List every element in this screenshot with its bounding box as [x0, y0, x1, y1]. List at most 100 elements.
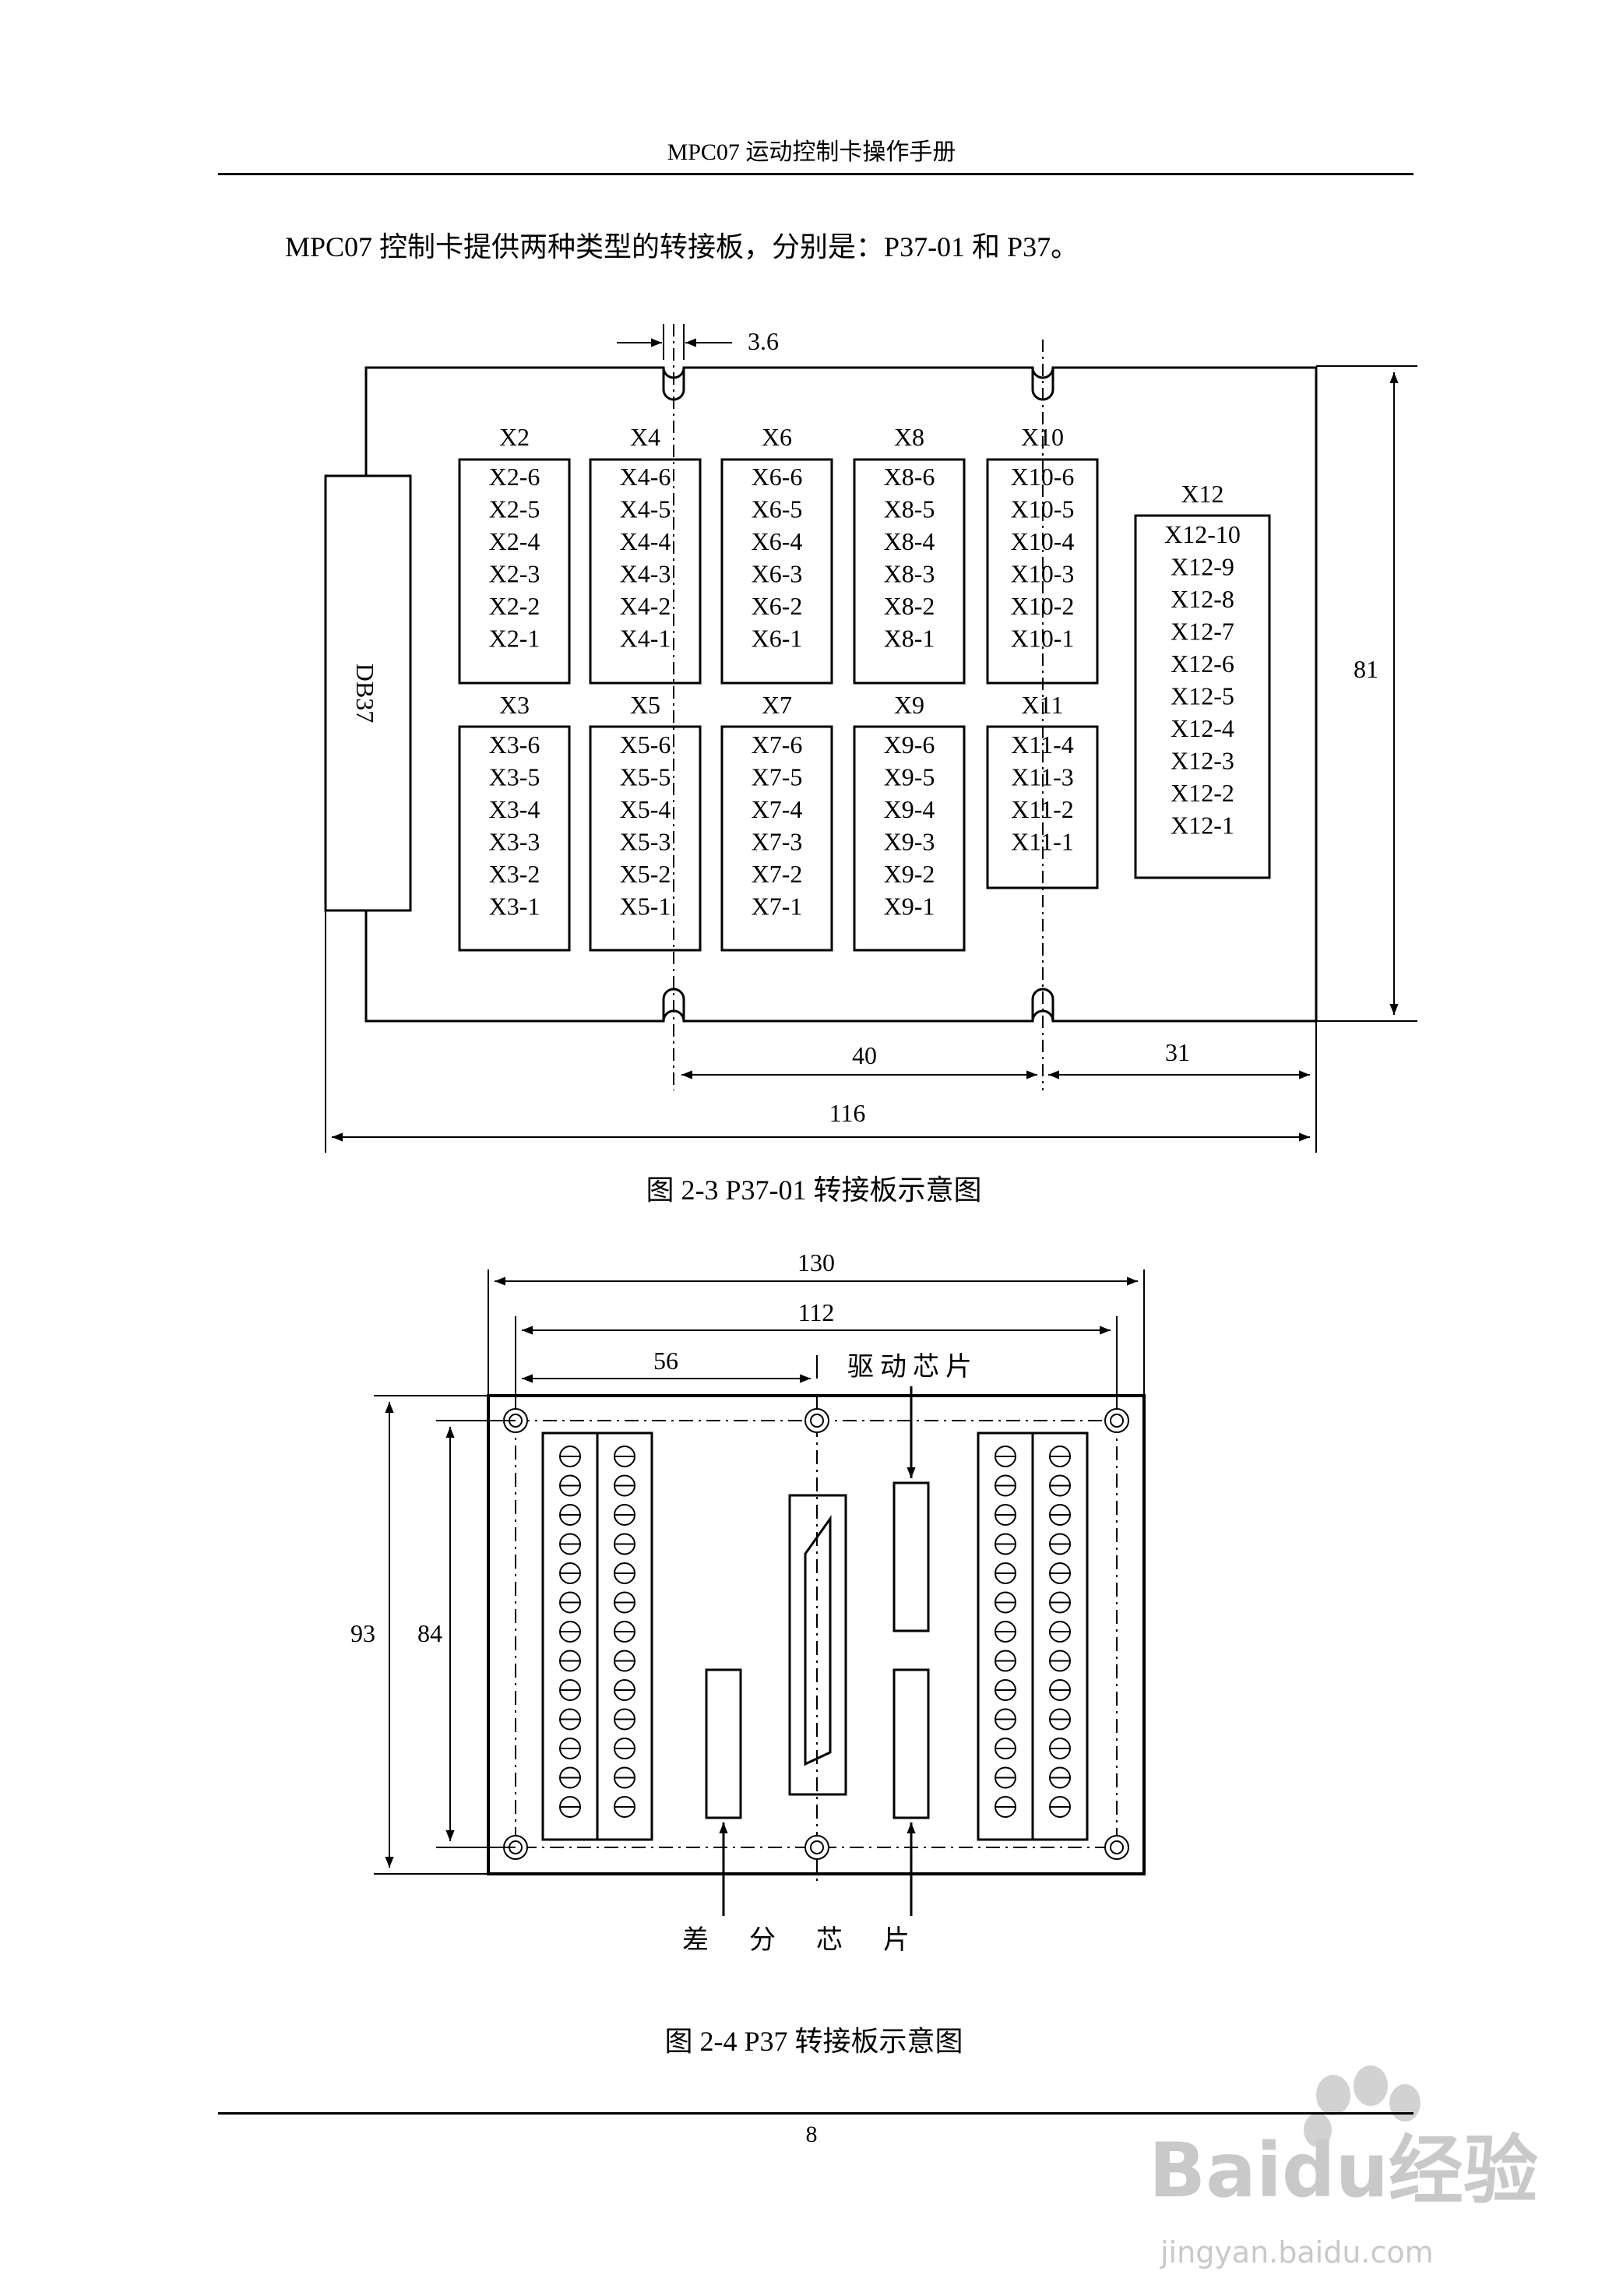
- pin-label: X6-5: [752, 495, 803, 523]
- diff-chip-label: 差分芯片: [682, 1925, 950, 1955]
- pin-label: X5-4: [620, 795, 671, 823]
- mounting-hole: [810, 1840, 824, 1854]
- db37-socket-inner: [804, 1515, 832, 1766]
- pin-label: X10-1: [1011, 625, 1075, 653]
- pin-label: X7-1: [752, 893, 803, 921]
- mounting-hole: [1110, 1414, 1124, 1428]
- pin-label: X8-2: [884, 592, 935, 620]
- figure-caption: 图 2-4 P37 转接板示意图: [664, 2026, 963, 2057]
- pin-label: X12-1: [1171, 812, 1234, 840]
- pin-label: X10-5: [1011, 495, 1075, 523]
- intro-paragraph: MPC07 控制卡提供两种类型的转接板，分别是：P37-01 和 P37。: [285, 231, 1079, 262]
- pin-label: X9-2: [884, 860, 935, 888]
- pin-label: X7-6: [752, 731, 803, 759]
- pin-label: X11-2: [1011, 795, 1074, 823]
- page-number: 8: [805, 2122, 818, 2147]
- db37-socket: [788, 1494, 847, 1796]
- terminal-group-label: X10: [1021, 423, 1064, 451]
- pin-label: X9-1: [884, 893, 935, 921]
- dim-half: 56: [653, 1347, 678, 1375]
- pin-label: X3-3: [489, 828, 540, 856]
- mount-slot: [1031, 988, 1054, 1021]
- pin-label: X5-1: [620, 893, 671, 921]
- mounting-hole: [1104, 1835, 1129, 1860]
- pin-label: X4-6: [620, 463, 671, 491]
- dim-hole-span: 112: [798, 1298, 835, 1326]
- pin-label: X12-4: [1171, 714, 1234, 742]
- pin-label: X6-4: [752, 527, 803, 555]
- pin-label: X8-5: [884, 495, 935, 523]
- pin-label: X9-6: [884, 731, 935, 759]
- terminal-group-label: X8: [894, 423, 924, 451]
- dim-hole-spacing: 40: [852, 1041, 877, 1069]
- db37-connector: [324, 474, 412, 912]
- pin-label: X3-4: [489, 795, 540, 823]
- pin-label: X2-6: [489, 463, 540, 491]
- terminal-box-x5: [589, 725, 702, 952]
- pin-label: X2-5: [489, 495, 540, 523]
- terminal-box-x11: [986, 725, 1099, 889]
- pin-label: X11-3: [1011, 763, 1074, 791]
- pin-label: X10-2: [1011, 592, 1075, 620]
- terminal-box-x3: [458, 725, 571, 952]
- terminal-box-x12: [1134, 514, 1271, 879]
- watermark-url: jingyan.baidu.com: [1160, 2235, 1434, 2270]
- terminal-box-x10: [986, 458, 1099, 685]
- mounting-hole: [804, 1835, 829, 1860]
- dim-hole-height: 84: [417, 1619, 442, 1647]
- pin-label: X8-3: [884, 560, 935, 588]
- pin-label: X3-2: [489, 860, 540, 888]
- pin-label: X7-2: [752, 860, 803, 888]
- pin-label: X3-1: [489, 893, 540, 921]
- pin-label: X11-1: [1011, 828, 1074, 856]
- terminal-group-label: X9: [894, 691, 924, 719]
- pin-label: X7-3: [752, 828, 803, 856]
- diff-chip: [705, 1668, 742, 1819]
- pin-label: X8-4: [884, 527, 935, 555]
- terminal-box-x4: [589, 458, 702, 685]
- pin-label: X3-6: [489, 731, 540, 759]
- terminal-box-x6: [720, 458, 833, 685]
- terminal-box-x2: [458, 458, 571, 685]
- mount-slot: [662, 988, 685, 1021]
- pin-label: X9-3: [884, 828, 935, 856]
- terminal-box-x7: [720, 725, 833, 952]
- dim-width: 130: [797, 1248, 835, 1277]
- pin-label: X2-2: [489, 592, 540, 620]
- pin-label: X10-3: [1011, 560, 1075, 588]
- pin-label: X12-3: [1171, 747, 1234, 775]
- header-divider: [218, 173, 1414, 175]
- driver-chip-upper: [892, 1481, 930, 1632]
- dim-slot: 3.6: [748, 327, 779, 355]
- watermark-brand: Baidu经验: [1149, 2127, 1538, 2214]
- pin-label: X2-3: [489, 560, 540, 588]
- pin-label: X8-1: [884, 625, 935, 653]
- terminal-box-x8: [853, 458, 966, 685]
- driver-chip-lower: [892, 1668, 930, 1819]
- pin-label: X2-1: [489, 625, 540, 653]
- pin-label: X5-6: [620, 731, 671, 759]
- terminal-group-label: X11: [1022, 691, 1064, 719]
- pin-label: X12-7: [1171, 618, 1234, 646]
- baidu-watermark-logo: Baidu经验 jingyan.baidu.com: [1149, 2065, 1538, 2270]
- pin-label: X12-9: [1171, 553, 1234, 581]
- pin-label: X12-10: [1164, 520, 1241, 548]
- figure-caption: 图 2-3 P37-01 转接板示意图: [646, 1174, 982, 1206]
- pin-label: X4-1: [620, 625, 671, 653]
- driver-chip-label: 驱动芯片: [847, 1352, 978, 1382]
- terminal-group-label: X2: [499, 423, 530, 451]
- dim-height: 93: [350, 1619, 375, 1647]
- terminal-group-label: X7: [762, 691, 792, 719]
- pin-label: X9-5: [884, 763, 935, 791]
- pin-label: X2-4: [489, 527, 540, 555]
- mounting-hole: [1104, 1408, 1129, 1433]
- pin-label: X6-3: [752, 560, 803, 588]
- pin-label: X8-6: [884, 463, 935, 491]
- mounting-hole: [810, 1414, 824, 1428]
- pin-label: X11-4: [1011, 731, 1074, 759]
- pin-label: X3-5: [489, 763, 540, 791]
- terminal-group-label: X4: [630, 423, 660, 451]
- terminal-group-label: X3: [499, 691, 530, 719]
